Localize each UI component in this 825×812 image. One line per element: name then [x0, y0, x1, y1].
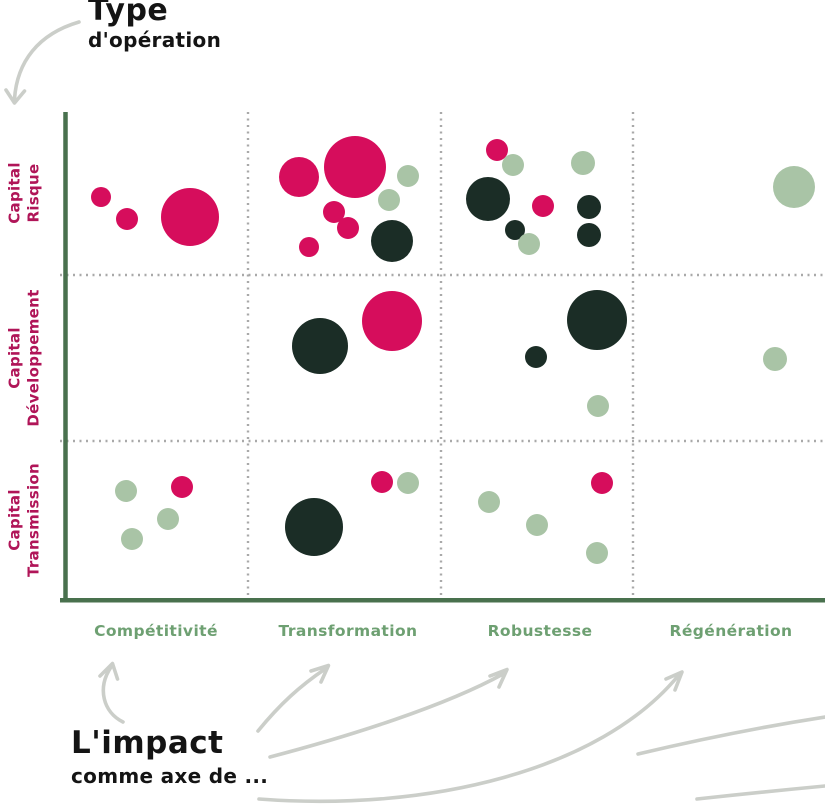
- bubble-dark: [466, 177, 510, 221]
- bubble-green: [502, 154, 524, 176]
- annotation-arrows: [4, 20, 825, 804]
- x-axis-label-3: Robustesse: [487, 622, 593, 640]
- bubble-pink: [486, 139, 508, 161]
- bubble-dark: [525, 346, 547, 368]
- bubble-green: [518, 233, 540, 255]
- x-axis-label-4: Régénération: [669, 622, 793, 640]
- bubble-pink: [323, 201, 345, 223]
- bubble-green: [115, 480, 137, 502]
- y-label-word: Transmission: [24, 462, 42, 578]
- bubble-dark: [505, 220, 525, 240]
- footer-line2: comme axe de ...: [71, 764, 269, 789]
- bubble-pink: [371, 471, 393, 493]
- bubble-pink: [171, 476, 193, 498]
- bubble-green: [763, 347, 787, 371]
- bubble-pink: [91, 187, 111, 207]
- bubble-green: [157, 508, 179, 530]
- bubble-green: [397, 165, 419, 187]
- footer-line1: L'impact: [71, 725, 224, 761]
- x-axis-label-2: Transformation: [278, 622, 418, 640]
- bubble-pink: [116, 208, 138, 230]
- bubble-dark: [577, 195, 601, 219]
- bubble-pink: [591, 472, 613, 494]
- x-axis-label-1: Compétitivité: [94, 622, 218, 640]
- bubble-dark: [371, 220, 413, 262]
- arrow-to-competitivite: [98, 661, 125, 724]
- bubble-pink: [324, 136, 386, 198]
- bubble-pink: [337, 217, 359, 239]
- bubble-pink: [362, 291, 422, 351]
- bubble-green: [773, 166, 815, 208]
- arrow-tail-right-lower: [695, 784, 825, 801]
- x-axis-annotation: L'impact comme axe de ...: [71, 726, 268, 787]
- title-line1: Type: [88, 0, 169, 28]
- bubble-green: [526, 514, 548, 536]
- y-label-word: Capital: [5, 489, 24, 551]
- bubble-dark: [567, 290, 627, 350]
- gridlines: [60, 112, 825, 600]
- arrow-to-transformation: [256, 663, 331, 733]
- bubble-dark: [292, 318, 348, 374]
- bubble-green: [478, 491, 500, 513]
- arrow-to-robustesse: [268, 667, 509, 759]
- title-line2: d'opération: [88, 28, 222, 52]
- bubbles-layer: [91, 136, 815, 564]
- bubble-green: [378, 189, 400, 211]
- bubble-dark: [285, 498, 343, 556]
- bubble-pink: [161, 188, 219, 246]
- bubble-pink: [532, 195, 554, 217]
- bubble-pink: [279, 157, 319, 197]
- bubble-green: [586, 542, 608, 564]
- bubble-pink: [299, 237, 319, 257]
- bubble-dark: [577, 223, 601, 247]
- bubble-green: [121, 528, 143, 550]
- chart-title-annotation: Type d'opération: [88, 0, 221, 51]
- bubble-green: [571, 151, 595, 175]
- arrow-to-y-axis: [4, 20, 81, 105]
- arrow-tail-right-upper: [636, 715, 825, 756]
- bubble-green: [397, 472, 419, 494]
- bubble-green: [587, 395, 609, 417]
- arrow-to-regeneration: [257, 670, 684, 804]
